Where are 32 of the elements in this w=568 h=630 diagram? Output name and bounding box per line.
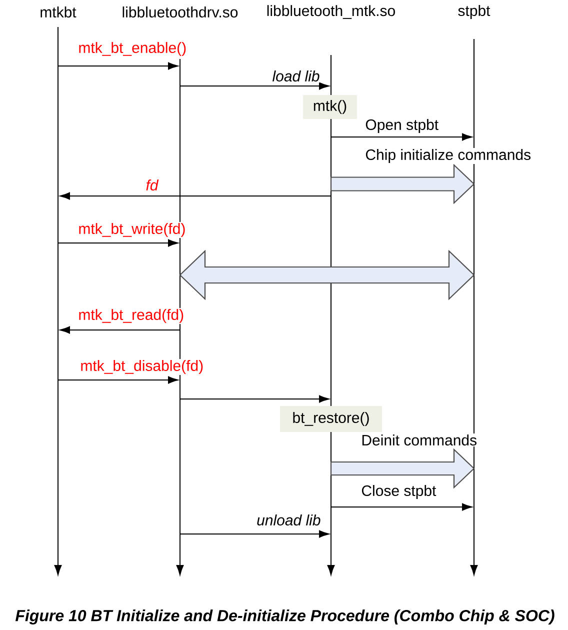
lifeline-heading: libbluetooth_mtk.so — [267, 5, 395, 19]
lifeline — [54, 26, 62, 576]
block-arrow — [179, 250, 475, 300]
edge-label: unload lib — [256, 513, 322, 526]
message-arrow — [58, 62, 178, 70]
message-arrow — [58, 239, 178, 247]
lifeline-heading: stpbt — [458, 5, 490, 19]
message-arrow — [330, 133, 472, 141]
edge-label: fd — [144, 178, 160, 192]
lifeline-heading: libbluetoothdrv.so — [122, 6, 238, 18]
message-arrow — [58, 376, 178, 384]
message-arrow — [60, 326, 180, 334]
function-box: bt_restore() — [280, 406, 382, 432]
edge-label: Close stpbt — [360, 484, 438, 500]
message-arrow — [180, 395, 330, 403]
edge-label: Open stpbt — [364, 118, 440, 134]
message-arrow — [60, 192, 332, 200]
edge-label: mtk_bt_enable() — [77, 41, 188, 57]
edge-label: Chip initialize commands — [364, 148, 532, 164]
message-arrow — [180, 82, 330, 90]
message-arrow — [180, 530, 330, 538]
function-box: mtk() — [303, 95, 357, 119]
message-arrow — [330, 503, 472, 511]
edge-label: load lib — [271, 70, 321, 83]
edge-label: mtk_bt_read(fd) — [77, 308, 186, 324]
edge-label: mtk_bt_disable(fd) — [79, 359, 205, 375]
lifeline-heading: mtkbt — [40, 6, 76, 18]
block-arrow — [330, 164, 475, 204]
edge-label: Deinit commands — [360, 434, 478, 446]
block-arrow — [330, 448, 475, 489]
edge-label: mtk_bt_write(fd) — [77, 222, 187, 238]
figure-caption: Figure 10 BT Initialize and De-initialize Procedure (Combo Chip & SOC) — [15, 610, 554, 624]
